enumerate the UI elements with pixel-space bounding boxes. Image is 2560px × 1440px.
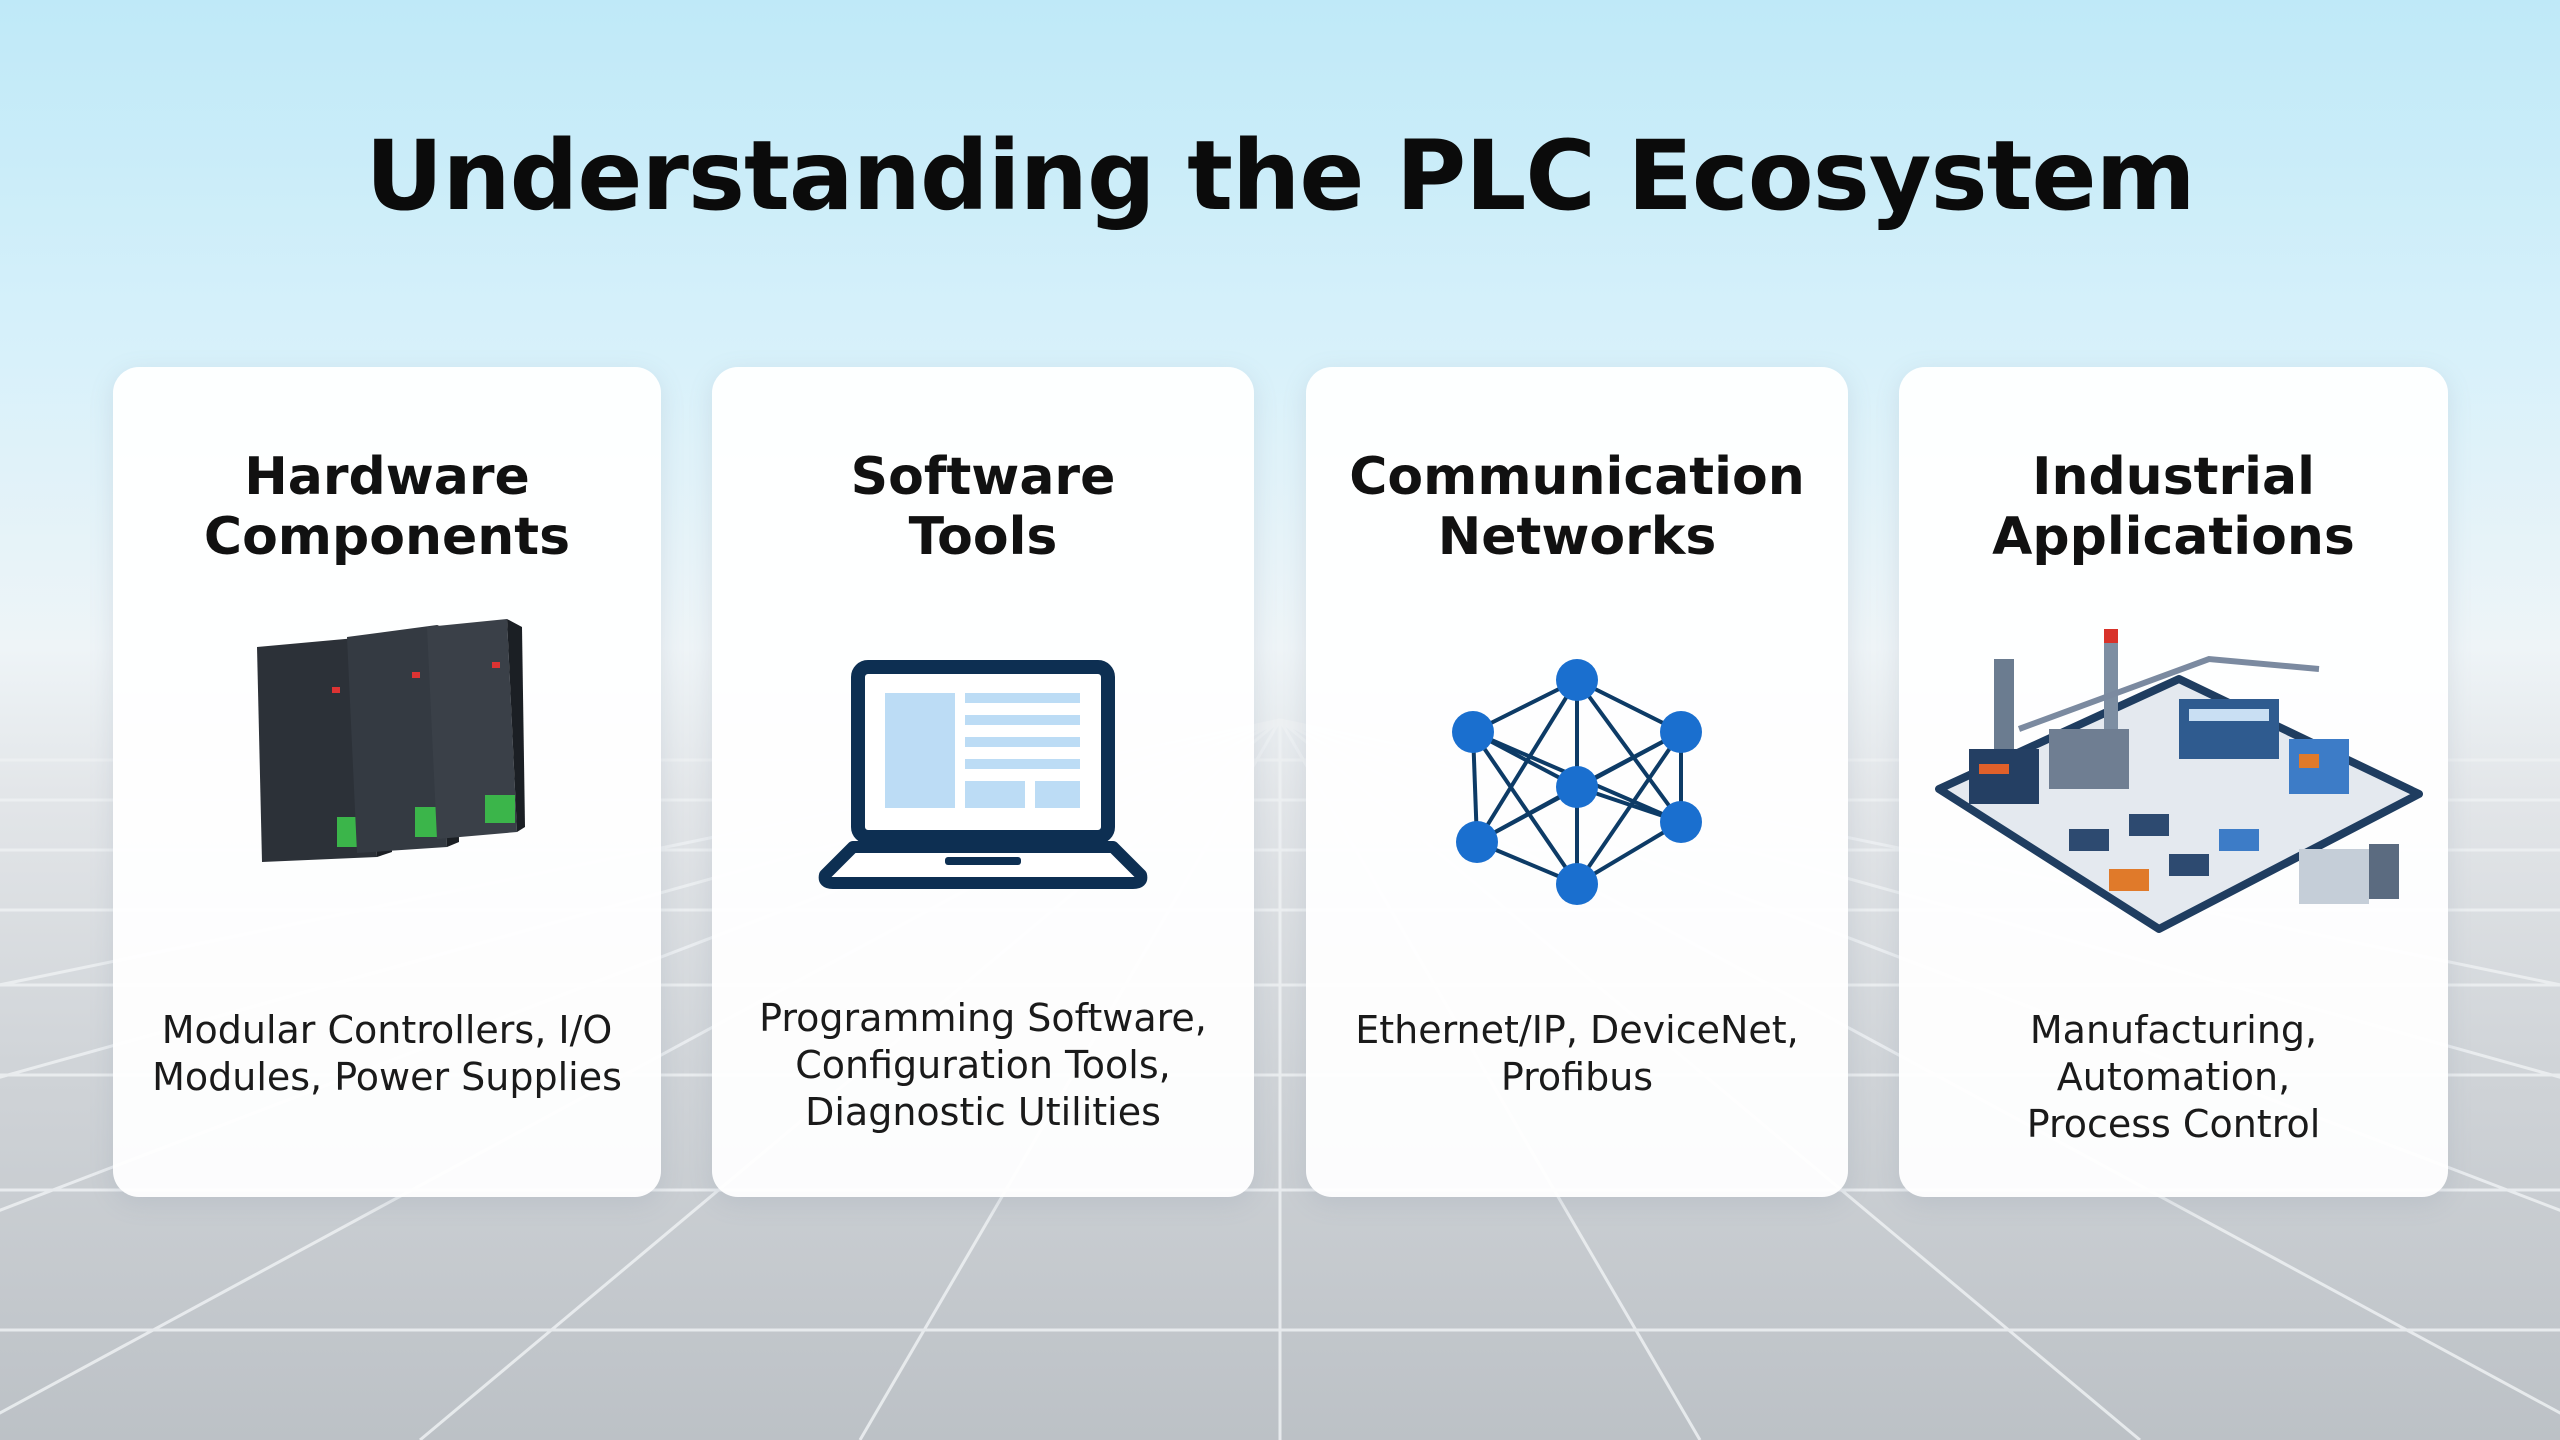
card-title-line: Hardware xyxy=(244,447,530,507)
factory-icon xyxy=(1934,629,2423,933)
desc-line: Programming Software, xyxy=(759,996,1207,1040)
desc-line: Process Control xyxy=(2026,1102,2321,1146)
desc-line: Configuration Tools, xyxy=(795,1043,1171,1087)
desc-line: Profibus xyxy=(1500,1055,1654,1099)
card-title-line: Communication xyxy=(1349,447,1805,507)
plc-modules-icon xyxy=(257,619,525,862)
card-title-line: Components xyxy=(203,507,571,567)
card-description: Ethernet/IP, DeviceNet,Profibus xyxy=(1326,1007,1828,1101)
card-title-line: Applications xyxy=(1992,507,2355,567)
card-title-line: Networks xyxy=(1437,507,1717,567)
card-title-line: Software xyxy=(850,447,1116,507)
desc-line: Diagnostic Utilities xyxy=(805,1090,1161,1134)
desc-line: Modules, Power Supplies xyxy=(152,1055,622,1099)
desc-line: Modular Controllers, I/O xyxy=(161,1008,613,1052)
desc-line: Manufacturing, Automation, xyxy=(2029,1008,2318,1099)
card-title-line: Industrial xyxy=(2032,447,2315,507)
network-icon xyxy=(1452,659,1702,905)
card-title-line: Tools xyxy=(908,507,1058,567)
desc-line: Ethernet/IP, DeviceNet, xyxy=(1355,1008,1799,1052)
laptop-icon xyxy=(818,660,1148,889)
page-title: Understanding the PLC Ecosystem xyxy=(365,120,2195,232)
card-description: Manufacturing, Automation,Process Contro… xyxy=(1919,1007,2428,1148)
card-description: Programming Software,Configuration Tools… xyxy=(732,995,1234,1136)
